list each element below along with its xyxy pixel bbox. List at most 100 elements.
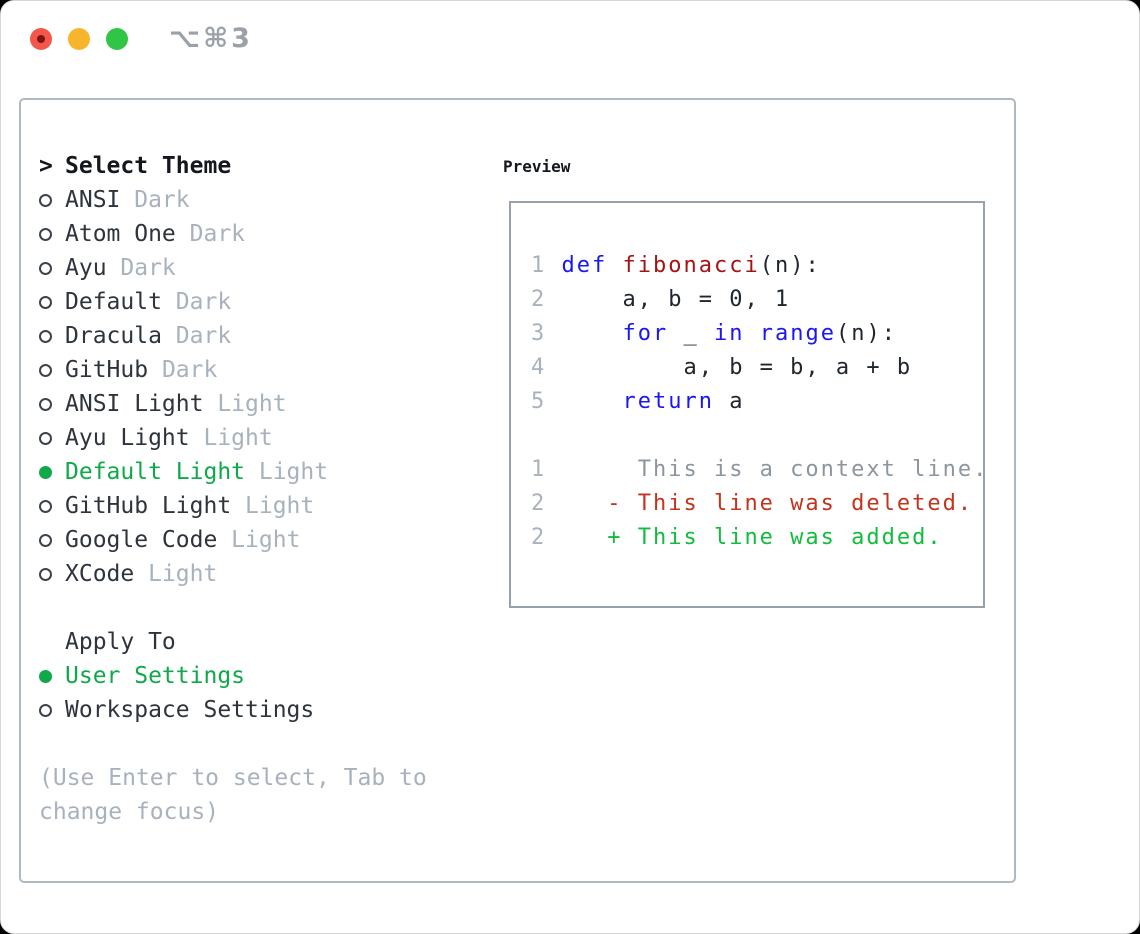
code-segment-plain [607, 253, 622, 278]
code-segment-keyword: in [713, 321, 745, 346]
theme-name: Google Code [65, 527, 218, 553]
radio-unselected-icon [39, 499, 52, 513]
theme-option[interactable]: ANSI Dark [39, 183, 503, 217]
line-number: 2 [531, 525, 562, 550]
code-segment-keyword: def [561, 253, 608, 278]
code-line: 1 This is a context line. [531, 453, 986, 487]
theme-name: Ayu Light [65, 425, 190, 451]
theme-option[interactable]: GitHub Dark [39, 353, 503, 387]
radio-selected-icon [39, 669, 52, 683]
code-segment-plain: a, b = b, a + b [561, 355, 913, 380]
theme-option[interactable]: ANSI Light Light [39, 387, 503, 421]
code-segment-plain: (n): [759, 253, 821, 278]
theme-variant: Light [203, 391, 287, 417]
theme-name: Ayu [65, 255, 107, 281]
theme-variant: Dark [161, 289, 232, 315]
theme-variant: Light [134, 561, 218, 587]
code-segment-keyword: return [622, 389, 714, 414]
select-theme-heading: Select Theme [65, 153, 232, 179]
code-line: 2 - This line was deleted. [531, 487, 983, 521]
code-segment-plain: (n): [835, 321, 897, 346]
apply-option[interactable]: User Settings [39, 659, 503, 693]
line-number: 1 [531, 457, 562, 482]
theme-name: ANSI [65, 187, 121, 213]
window-title-shortcut: ⌥⌘3 [169, 23, 253, 54]
titlebar: ⌥⌘3 [1, 1, 1139, 98]
radio-unselected-icon [39, 431, 52, 445]
code-segment-keyword: for [622, 321, 669, 346]
code-segment-deleted: - This line was deleted. [561, 491, 974, 516]
radio-unselected-icon [39, 193, 52, 207]
line-number: 2 [531, 287, 562, 312]
spacer [39, 727, 503, 761]
code-segment-context: This is a context line. [561, 457, 989, 482]
preview-heading: Preview [503, 156, 571, 176]
apply-option-label: Workspace Settings [65, 697, 315, 723]
code-line: 5 return a [531, 385, 983, 419]
theme-name: Default [65, 289, 162, 315]
radio-unselected-icon [39, 363, 52, 377]
radio-unselected-icon [39, 329, 52, 343]
radio-unselected-icon [39, 295, 52, 309]
theme-variant: Dark [120, 187, 190, 213]
radio-selected-icon [39, 465, 52, 479]
selection-caret-icon: > [39, 153, 53, 179]
theme-variant: Light [231, 493, 315, 519]
radio-unselected-icon [39, 533, 52, 547]
code-segment-plain: a, b = 0, 1 [561, 287, 791, 312]
help-text-line: (Use Enter to select, Tab to [39, 765, 427, 791]
code-segment-added: + This line was added. [561, 525, 943, 550]
code-segment-plain: a [713, 389, 745, 414]
radio-unselected-icon [39, 397, 52, 411]
minimize-button-icon[interactable] [68, 28, 90, 50]
theme-option[interactable]: Ayu Dark [39, 251, 503, 285]
theme-variant: Dark [161, 323, 232, 349]
theme-option[interactable]: Default Dark [39, 285, 503, 319]
theme-option[interactable]: Ayu Light Light [39, 421, 503, 455]
code-segment-plain [562, 389, 623, 414]
select-theme-heading-row: > Select Theme [39, 149, 503, 183]
line-number: 1 [531, 253, 562, 278]
code-line [531, 419, 983, 453]
code-line: 1 def fibonacci(n): [531, 249, 983, 283]
line-number [531, 423, 562, 448]
preview-column: Preview 1 def fibonacci(n):2 a, b = 0, 1… [503, 149, 1014, 881]
code-line: 4 a, b = b, a + b [531, 351, 983, 385]
theme-variant: Dark [106, 255, 176, 281]
zoom-button-icon[interactable] [106, 28, 128, 50]
radio-unselected-icon [39, 227, 52, 241]
theme-variant: Light [217, 527, 301, 553]
apply-option[interactable]: Workspace Settings [39, 693, 503, 727]
theme-variant: Dark [175, 221, 246, 247]
theme-name: XCode [65, 561, 135, 587]
line-number: 3 [531, 321, 562, 346]
theme-option[interactable]: GitHub Light Light [39, 489, 503, 523]
theme-option[interactable]: Dracula Dark [39, 319, 503, 353]
theme-option[interactable]: Google Code Light [39, 523, 503, 557]
theme-name: Default Light [65, 459, 246, 485]
theme-option[interactable]: Atom One Dark [39, 217, 503, 251]
apply-option-label: User Settings [65, 663, 246, 689]
code-line: 2 + This line was added. [531, 521, 983, 555]
radio-unselected-icon [39, 261, 52, 275]
theme-option[interactable]: Default Light Light [39, 455, 503, 489]
code-segment-plain [562, 321, 623, 346]
traffic-lights [30, 28, 128, 50]
close-button-icon[interactable] [30, 28, 52, 50]
apply-to-heading: Apply To [65, 629, 176, 655]
line-number: 5 [531, 389, 562, 414]
code-segment-function: fibonacci [622, 253, 760, 278]
code-line: 3 for _ in range(n): [531, 317, 983, 351]
theme-variant: Light [245, 459, 329, 485]
theme-name: Atom One [65, 221, 176, 247]
theme-name: GitHub [65, 357, 149, 383]
theme-variant: Light [189, 425, 273, 451]
radio-unselected-icon [39, 567, 52, 581]
theme-option[interactable]: XCode Light [39, 557, 503, 591]
theme-name: ANSI Light [65, 391, 204, 417]
